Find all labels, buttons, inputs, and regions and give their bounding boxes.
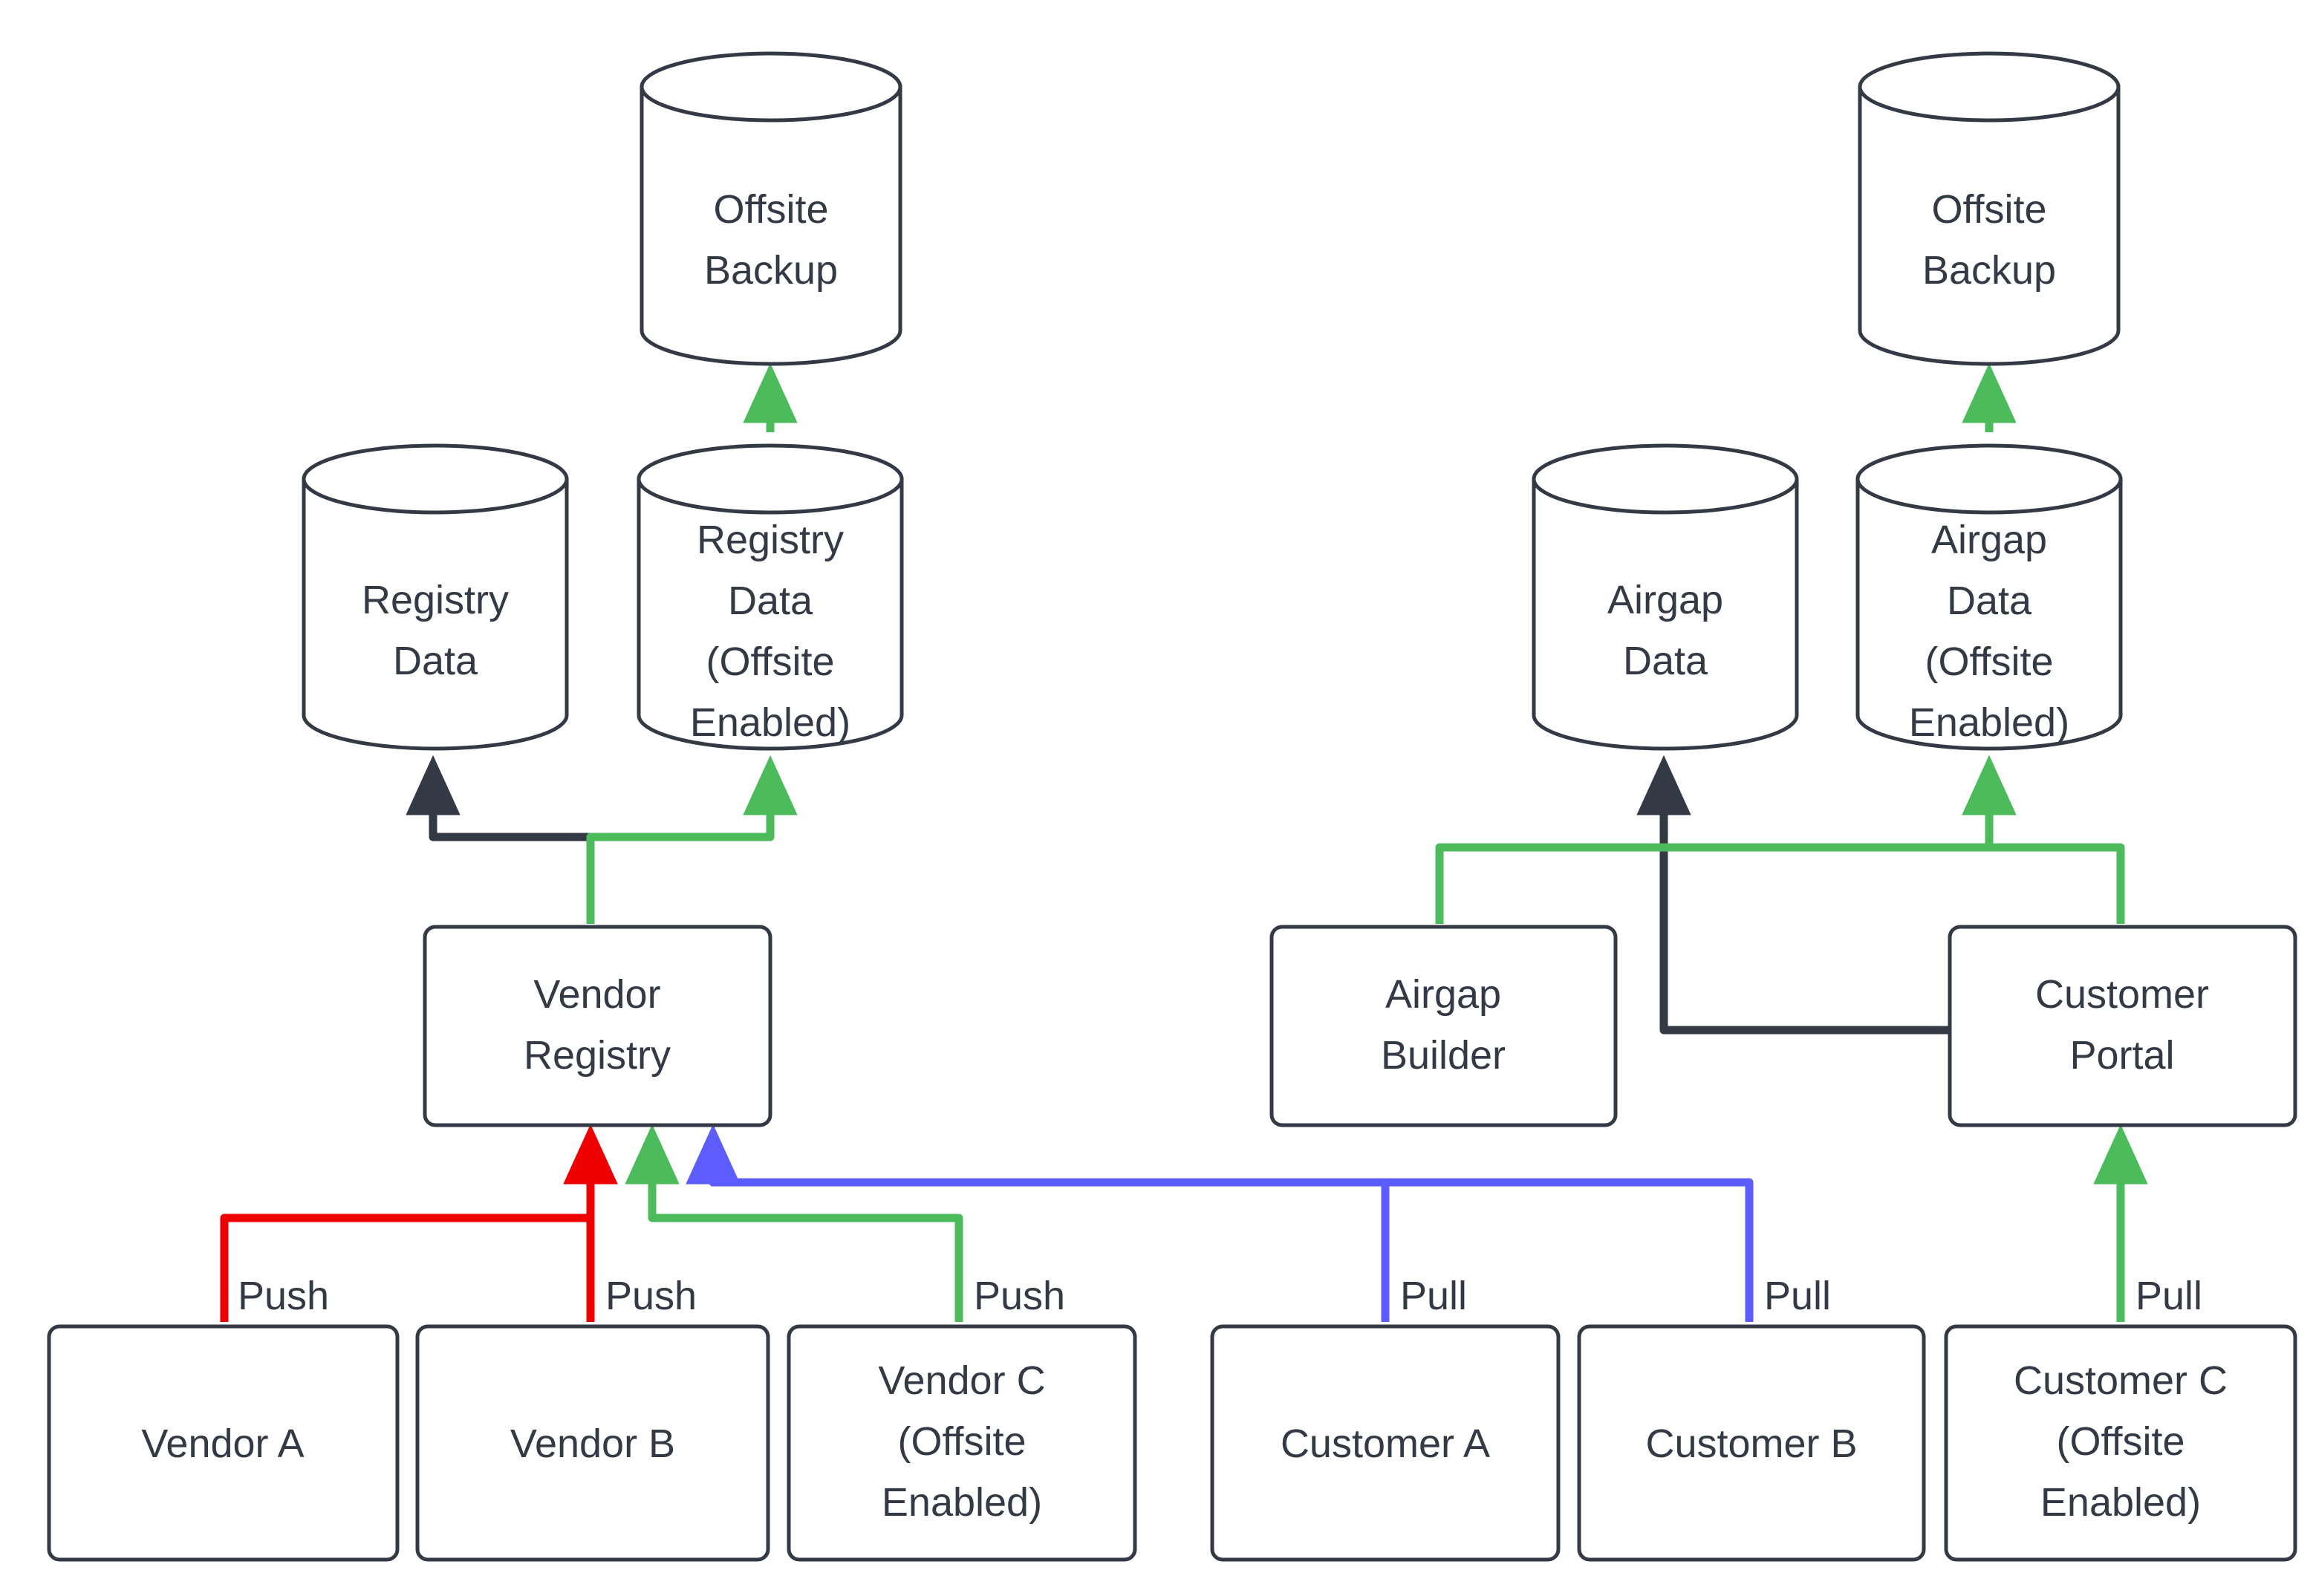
registry-data-line1: Registry — [362, 578, 509, 622]
node-customer-portal[interactable]: Customer Portal — [1948, 925, 2297, 1127]
node-customer-a[interactable]: Customer A — [1210, 1324, 1561, 1562]
offsite-backup-right-line2: Backup — [1922, 248, 2056, 293]
registry-data-line2: Data — [393, 639, 478, 683]
edge-label-push-a: Push — [238, 1274, 329, 1318]
airgap-builder-line1: Airgap — [1385, 972, 1501, 1017]
node-airgap-builder[interactable]: Airgap Builder — [1269, 925, 1618, 1127]
vendor-c-line1: Vendor C — [878, 1358, 1045, 1403]
edge-label-push-b: Push — [605, 1274, 697, 1318]
airgap-data-offsite-line4: Enabled) — [1909, 700, 2069, 745]
customer-c-line3: Enabled) — [2040, 1480, 2201, 1525]
edge-airgap-builder-to-airgap-offsite — [1435, 755, 2017, 924]
edge-label-pull-c: Pull — [2135, 1274, 2202, 1318]
airgap-data-line1: Airgap — [1607, 578, 1723, 622]
airgap-data-offsite-line2: Data — [1947, 579, 2032, 623]
node-registry-data[interactable]: Registry Data — [302, 443, 569, 751]
vendor-c-line3: Enabled) — [882, 1480, 1042, 1525]
edge-vendor-registry-to-registry-data — [406, 755, 595, 924]
vendor-a-label: Vendor A — [141, 1421, 304, 1466]
node-vendor-b[interactable]: Vendor B — [415, 1324, 770, 1562]
offsite-backup-left-line2: Backup — [704, 248, 838, 293]
vendor-c-line2: (Offsite — [897, 1419, 1026, 1464]
node-offsite-backup-right[interactable]: Offsite Backup — [1858, 51, 2121, 366]
edge-customer-portal-to-airgap-data — [1636, 755, 1950, 1035]
registry-data-offsite-line1: Registry — [697, 518, 844, 562]
node-airgap-data-offsite[interactable]: Airgap Data (Offsite Enabled) — [1855, 443, 2123, 751]
customer-a-label: Customer A — [1281, 1421, 1490, 1466]
node-customer-c[interactable]: Customer C (Offsite Enabled) — [1944, 1324, 2297, 1562]
airgap-data-offsite-line3: (Offsite — [1925, 639, 2053, 684]
node-vendor-a[interactable]: Vendor A — [47, 1324, 400, 1562]
registry-data-offsite-line4: Enabled) — [690, 700, 850, 745]
node-airgap-data[interactable]: Airgap Data — [1532, 443, 1799, 751]
offsite-backup-left-line1: Offsite — [713, 187, 828, 232]
edge-label-pull-b: Pull — [1764, 1274, 1831, 1318]
customer-b-label: Customer B — [1645, 1421, 1857, 1466]
edge-label-pull-a: Pull — [1400, 1274, 1467, 1318]
customer-c-line1: Customer C — [2014, 1358, 2228, 1403]
customer-portal-line2: Portal — [2069, 1033, 2174, 1078]
registry-data-offsite-line3: (Offsite — [706, 639, 834, 684]
vendor-registry-line1: Vendor — [533, 972, 660, 1017]
node-registry-data-offsite[interactable]: Registry Data (Offsite Enabled) — [637, 443, 904, 751]
node-offsite-backup-left[interactable]: Offsite Backup — [640, 51, 902, 366]
offsite-backup-right-line1: Offsite — [1931, 187, 2046, 232]
registry-data-offsite-line2: Data — [728, 579, 813, 623]
edge-vendor-registry-to-registry-data-offsite — [586, 755, 798, 924]
edge-vendor-c-push — [625, 1124, 963, 1322]
edge-label-push-c: Push — [974, 1274, 1065, 1318]
customer-portal-line1: Customer — [2035, 972, 2209, 1017]
vendor-b-label: Vendor B — [510, 1421, 675, 1466]
vendor-registry-line2: Registry — [524, 1033, 671, 1078]
airgap-builder-line2: Builder — [1381, 1033, 1506, 1078]
node-vendor-c[interactable]: Vendor C (Offsite Enabled) — [787, 1324, 1137, 1562]
node-customer-b[interactable]: Customer B — [1577, 1324, 1926, 1562]
airgap-data-offsite-line1: Airgap — [1931, 518, 2047, 562]
edge-customer-portal-to-airgap-offsite — [1962, 755, 2125, 924]
node-vendor-registry[interactable]: Vendor Registry — [423, 925, 772, 1127]
customer-c-line2: (Offsite — [2056, 1419, 2184, 1464]
airgap-data-line2: Data — [1623, 639, 1708, 683]
edge-customer-b-pull — [686, 1124, 1754, 1322]
